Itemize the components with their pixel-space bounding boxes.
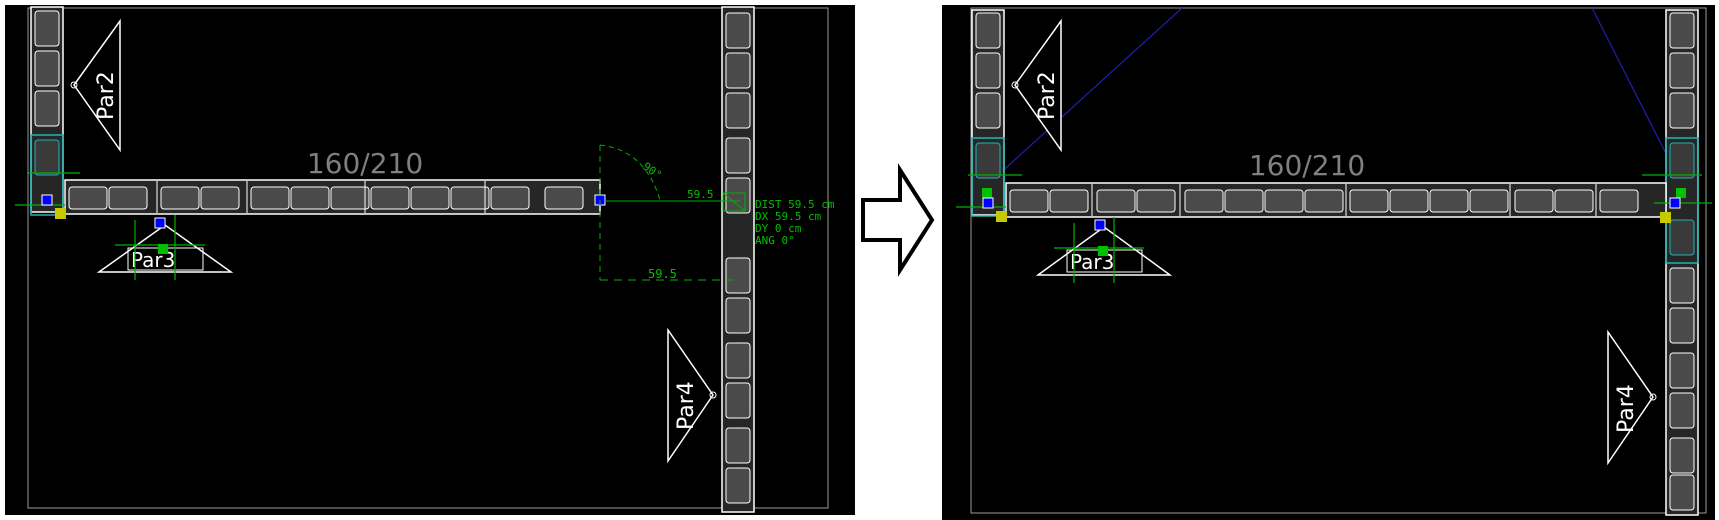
param-tag-par4[interactable]: Par4 [1607,329,1657,466]
transition-arrow [861,163,935,277]
readout-dx: DX 59.5 cm [755,210,822,223]
readout-dy: DY 0 cm [755,222,802,235]
readout-dist: DIST 59.5 cm [755,198,835,211]
grip-blue-end[interactable] [1669,197,1681,209]
distance-bottom: 59.5 [648,267,677,281]
wall-selection-highlight [30,134,64,216]
left-wall[interactable] [971,9,1005,217]
left-wall[interactable] [30,6,64,216]
grip-yellow[interactable] [55,208,66,219]
drawing-frame [970,7,1707,514]
snap-guides [956,174,1712,283]
before-canvas[interactable]: 160/210 Par2 Par3 Par4 90° 59.5 [5,5,855,515]
angle-readout: 90° [640,160,664,182]
grip-green-par3[interactable] [158,244,168,254]
grip-green-start[interactable] [982,188,992,198]
grip-green-end[interactable] [1676,188,1686,198]
grip-yellow-end[interactable] [1660,212,1671,223]
grip-blue-par3[interactable] [154,217,166,229]
param-tag-par2[interactable]: Par2 [1011,18,1062,153]
param-label-par2: Par2 [1035,71,1060,120]
grip-blue-start[interactable] [41,194,53,206]
grip-yellow[interactable] [996,211,1007,222]
new-wall[interactable] [1005,182,1667,218]
param-label-par4: Par4 [1614,384,1639,433]
right-wall[interactable] [721,6,755,513]
param-label-par2: Par2 [94,71,119,120]
dimension-label: 160/210 [307,147,423,180]
new-wall[interactable] [64,179,601,215]
right-wall[interactable] [1665,9,1699,516]
grip-blue-start[interactable] [982,197,994,209]
param-label-par3: Par3 [131,248,175,272]
param-tag-par4[interactable]: Par4 [667,327,717,464]
drawing-frame [27,7,829,509]
grip-green-par3[interactable] [1098,246,1108,256]
wall-selection-highlight [971,137,1005,217]
param-label-par4: Par4 [674,381,699,430]
after-canvas[interactable]: 160/210 Par2 Par3 Par4 [942,5,1715,520]
readout-ang: ANG 0° [755,234,795,247]
dimension-label: 160/210 [1249,149,1365,182]
measurement-overlay [599,144,746,281]
measure-readout: DIST 59.5 cm DX 59.5 cm DY 0 cm ANG 0° [755,198,835,247]
distance-small: 59.5 [687,188,714,201]
param-tag-par2[interactable]: Par2 [70,18,121,153]
grip-blue-par3[interactable] [1094,219,1106,231]
